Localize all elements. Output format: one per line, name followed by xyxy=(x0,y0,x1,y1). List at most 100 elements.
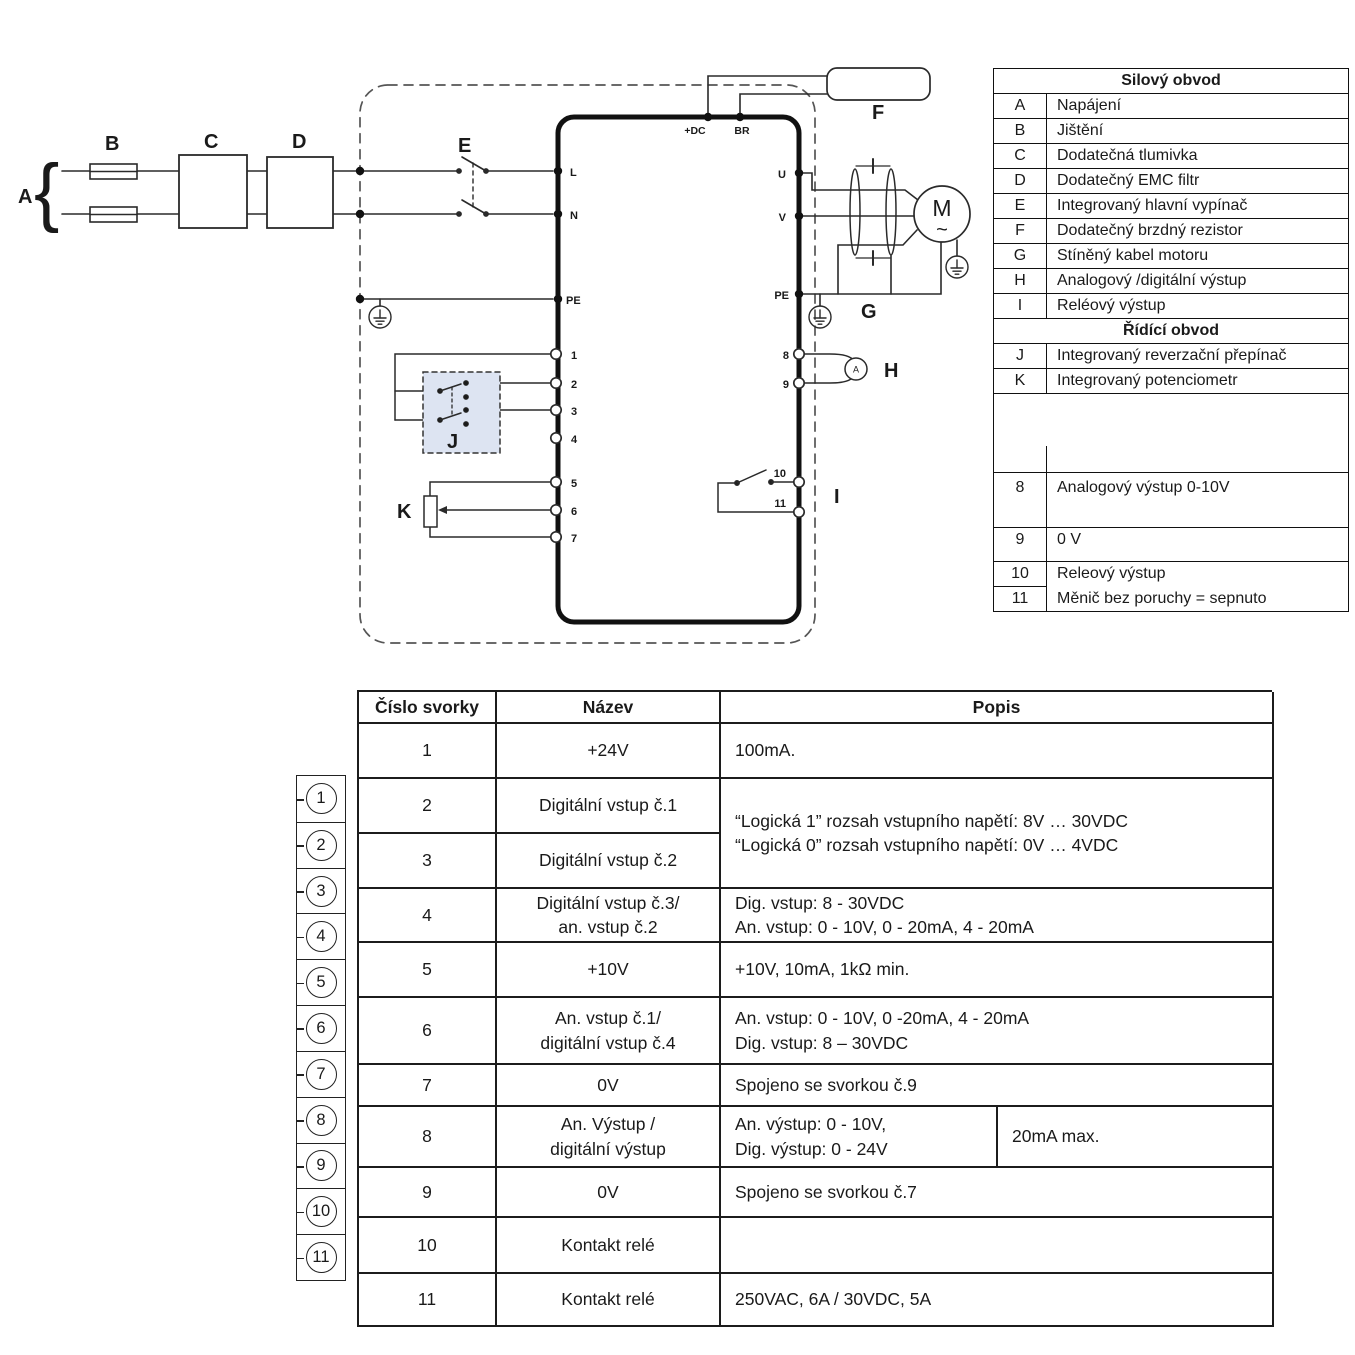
cell-desc: An. výstup: 0 - 10V, Dig. výstup: 0 - 24… xyxy=(721,1107,998,1168)
cell-name: 0V xyxy=(497,1168,721,1218)
legend-label: Dodatečný EMC filtr xyxy=(1057,172,1200,189)
terminal-strip: 1 2 3 4 5 6 7 8 9 10 11 xyxy=(296,775,346,1281)
strip-cell: 1 xyxy=(297,776,345,822)
cell-desc: +10V, 10mA, 1kΩ min. xyxy=(721,943,1274,998)
legend-key: H xyxy=(994,269,1047,293)
legend-key: A xyxy=(994,94,1047,118)
strip-cell: 6 xyxy=(297,1005,345,1051)
strip-number: 2 xyxy=(305,829,337,861)
cell-name: Digitální vstup č.3/ an. vstup č.2 xyxy=(497,889,721,943)
name-line: An. vstup č.1/ xyxy=(554,1008,662,1028)
terminal-label-8: 8 xyxy=(783,350,789,362)
emc-filter-box xyxy=(266,156,334,229)
terminal-label-11: 11 xyxy=(774,498,786,510)
cell-name: Digitální vstup č.2 xyxy=(497,834,721,889)
strip-number: 3 xyxy=(305,875,337,907)
strip-tick xyxy=(297,936,304,939)
wiring-diagram: M ~ A xyxy=(18,67,971,644)
legend-key: I xyxy=(994,294,1047,318)
cell-num: 8 xyxy=(359,1107,497,1168)
legend-row-g: G Stíněný kabel motoru xyxy=(994,243,1348,268)
dc-terminal-dots xyxy=(703,112,745,122)
legend-key: B xyxy=(994,119,1047,143)
motor-wave: ~ xyxy=(936,219,948,241)
strip-number: 4 xyxy=(305,921,337,953)
cell-name: +24V xyxy=(497,724,721,779)
terminal-label-pe-left: PE xyxy=(566,295,581,307)
cell-num: 5 xyxy=(359,943,497,998)
cell-desc: 250VAC, 6A / 30VDC, 5A xyxy=(721,1274,1274,1327)
desc-line: An. vstup: 0 - 10V, 0 - 20mA, 4 - 20mA xyxy=(735,917,1034,937)
terminal-label-4: 4 xyxy=(571,434,578,446)
legend-key: 9 xyxy=(994,528,1047,561)
cell-num: 9 xyxy=(359,1168,497,1218)
label-k: K xyxy=(397,501,412,523)
motor-wires xyxy=(798,172,958,307)
terminal-label-dc: +DC xyxy=(684,125,706,137)
supply-wires xyxy=(61,170,554,307)
ground-icon-right xyxy=(808,305,832,329)
col-header-description: Popis xyxy=(721,692,1274,724)
fuse-icons xyxy=(89,163,138,223)
strip-cell: 5 xyxy=(297,959,345,1005)
name-line: an. vstup č.2 xyxy=(558,917,658,937)
cell-num: 2 xyxy=(359,779,497,834)
cell-num: 6 xyxy=(359,998,497,1065)
control-terminal-circles xyxy=(549,347,806,544)
strip-cell: 3 xyxy=(297,867,345,914)
legend-key: G xyxy=(994,244,1047,268)
col-header-name: Název xyxy=(497,692,721,724)
legend-label: Integrovaný potenciometr xyxy=(1057,372,1238,389)
strip-cell: 4 xyxy=(297,913,345,959)
cell-desc: An. vstup: 0 - 10V, 0 -20mA, 4 - 20mA Di… xyxy=(721,998,1274,1065)
legend-key: J xyxy=(994,344,1047,368)
legend-label xyxy=(1047,446,1348,472)
legend-key: 8 xyxy=(994,473,1047,527)
strip-tick xyxy=(297,1257,304,1260)
strip-cell: 9 xyxy=(297,1142,345,1189)
legend-label: 0 V xyxy=(1057,531,1082,548)
terminal-label-9: 9 xyxy=(783,379,789,391)
ground-icon-motor xyxy=(945,255,969,279)
cell-num: 1 xyxy=(359,724,497,779)
desc-line: “Logická 0” rozsah vstupního napětí: 0V … xyxy=(735,835,1119,855)
terminal-label-5: 5 xyxy=(571,478,577,490)
cell-num: 4 xyxy=(359,889,497,943)
legend-label: Stíněný kabel motoru xyxy=(1057,247,1209,264)
legend-power-title: Silový obvod xyxy=(1121,72,1221,89)
terminal-label-u: U xyxy=(778,169,786,181)
name-line: digitální vstup č.4 xyxy=(540,1032,676,1053)
strip-tick xyxy=(297,982,304,985)
cell-num: 10 xyxy=(359,1218,497,1274)
legend-key: 10 xyxy=(1011,565,1029,582)
legend-label: Dodatečný brzdný rezistor xyxy=(1057,222,1243,239)
label-b: B xyxy=(105,133,119,155)
reversing-switch-contacts xyxy=(437,380,469,427)
cell-num: 11 xyxy=(359,1274,497,1327)
cell-desc: Spojeno se svorkou č.9 xyxy=(721,1065,1274,1107)
cell-name: An. vstup č.1/ digitální vstup č.4 xyxy=(497,998,721,1065)
dashed-enclosure xyxy=(359,84,816,644)
label-j: J xyxy=(447,431,458,453)
strip-cell: 7 xyxy=(297,1050,345,1097)
main-switch-icon xyxy=(456,156,489,217)
cell-desc: Spojeno se svorkou č.7 xyxy=(721,1168,1274,1218)
terminal-table: Číslo svorky Název Popis 1 +24V 100mA. 2… xyxy=(357,690,1274,1327)
terminal-label-10: 10 xyxy=(774,468,786,480)
strip-number: 8 xyxy=(305,1104,337,1136)
brace-a: { xyxy=(34,149,59,234)
choke-box xyxy=(178,154,248,229)
motor-icon xyxy=(913,185,971,243)
strip-number: 5 xyxy=(305,967,337,999)
legend-label: Napájení xyxy=(1057,97,1122,114)
col-header-number: Číslo svorky xyxy=(359,692,497,724)
cell-name: Digitální vstup č.1 xyxy=(497,779,721,834)
strip-cell: 8 xyxy=(297,1096,345,1143)
legend-label: Měnič bez poruchy = sepnuto xyxy=(1057,589,1267,607)
label-d: D xyxy=(292,131,306,153)
strip-tick xyxy=(297,1028,304,1031)
